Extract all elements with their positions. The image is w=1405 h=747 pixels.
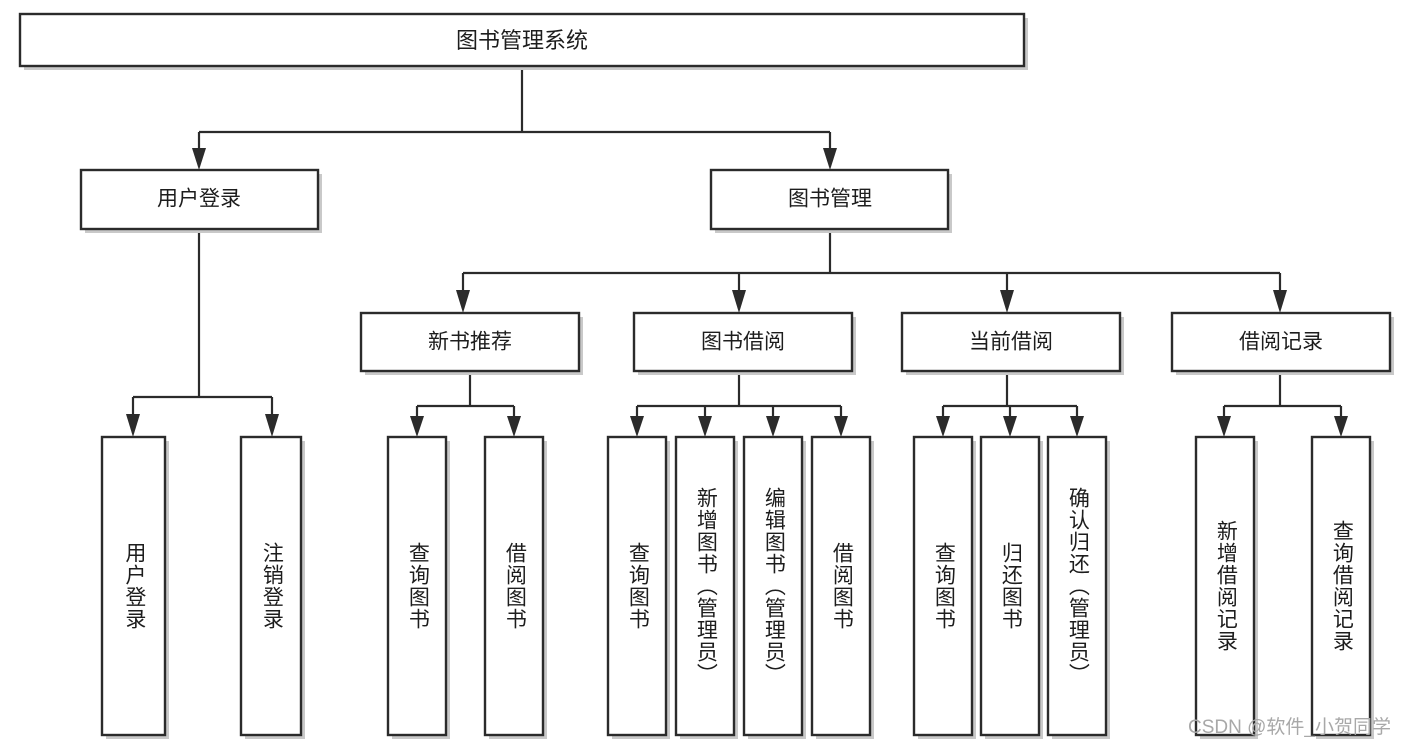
user-login-box[interactable] <box>79 168 320 231</box>
arrow-head-leaf-add-book <box>698 416 712 437</box>
connector-group-book-borrow <box>630 375 848 437</box>
leaf-query-book-1-box[interactable] <box>386 435 448 737</box>
connector-group-borrow-record <box>1217 375 1348 437</box>
arrow-head-current-borrow <box>1000 290 1014 313</box>
node-user-login[interactable]: 用户登录 <box>79 168 322 233</box>
arrow-head-leaf-query-book-3 <box>936 416 950 437</box>
new-book-recommend-label: 新书推荐 <box>428 331 512 354</box>
connector-group-root <box>192 66 837 170</box>
root-box[interactable] <box>18 12 1026 68</box>
connector-group-current-borrow <box>936 375 1084 437</box>
connector-group-new-book-recommend <box>410 375 521 437</box>
node-root-book-management-system[interactable]: 图书管理系统 <box>18 12 1028 70</box>
arrow-head-book-borrow <box>732 290 746 313</box>
leaf-borrow-book-1-box[interactable] <box>483 435 545 737</box>
watermark-text: CSDN @软件_小贺同学 <box>1188 717 1391 738</box>
node-current-borrow[interactable]: 当前借阅 <box>900 311 1124 375</box>
leaf-boxes <box>100 435 1374 739</box>
connector-group-book-management <box>456 233 1287 313</box>
node-book-borrow[interactable]: 图书借阅 <box>632 311 856 375</box>
leaf-confirm-return-box[interactable] <box>1046 435 1108 737</box>
arrow-head-leaf-query-book-1 <box>410 416 424 437</box>
arrow-head-leaf-logout <box>265 414 279 437</box>
new-book-recommend-box[interactable] <box>359 311 581 373</box>
connector-group-user-login <box>126 233 279 437</box>
arrow-head-leaf-borrow-book-2 <box>834 416 848 437</box>
arrow-head-book-management <box>823 148 837 170</box>
leaf-add-record-box[interactable] <box>1194 435 1256 737</box>
book-borrow-box[interactable] <box>632 311 854 373</box>
node-book-management[interactable]: 图书管理 <box>709 168 952 233</box>
arrow-head-leaf-confirm-return <box>1070 416 1084 437</box>
arrow-head-leaf-query-book-2 <box>630 416 644 437</box>
leaf-query-record-box[interactable] <box>1310 435 1372 737</box>
user-login-label: 用户登录 <box>157 188 241 211</box>
arrow-head-leaf-borrow-book-1 <box>507 416 521 437</box>
leaf-borrow-book-2-box[interactable] <box>810 435 872 737</box>
arrow-head-leaf-return-book <box>1003 416 1017 437</box>
arrow-head-borrow-record <box>1273 290 1287 313</box>
book-borrow-label: 图书借阅 <box>701 331 785 354</box>
book-management-label: 图书管理 <box>788 188 872 211</box>
node-borrow-record[interactable]: 借阅记录 <box>1170 311 1394 375</box>
leaf-user-login-box[interactable] <box>100 435 167 737</box>
arrow-head-new-book-recommend <box>456 290 470 313</box>
arrow-head-leaf-query-record <box>1334 416 1348 437</box>
leaf-query-book-3-box[interactable] <box>912 435 974 737</box>
arrow-head-leaf-edit-book <box>766 416 780 437</box>
root-label: 图书管理系统 <box>456 28 588 53</box>
arrow-head-leaf-add-record <box>1217 416 1231 437</box>
current-borrow-box[interactable] <box>900 311 1122 373</box>
current-borrow-label: 当前借阅 <box>969 331 1053 354</box>
arrow-head-user-login <box>192 148 206 170</box>
leaf-add-book-box[interactable] <box>674 435 736 737</box>
borrow-record-label: 借阅记录 <box>1239 331 1323 354</box>
book-management-box[interactable] <box>709 168 950 231</box>
arrow-head-leaf-user-login <box>126 414 140 437</box>
leaf-edit-book-box[interactable] <box>742 435 804 737</box>
borrow-record-box[interactable] <box>1170 311 1392 373</box>
node-new-book-recommend[interactable]: 新书推荐 <box>359 311 583 375</box>
leaf-logout-box[interactable] <box>239 435 303 737</box>
leaf-return-book-box[interactable] <box>979 435 1041 737</box>
leaf-query-book-2-box[interactable] <box>606 435 668 737</box>
